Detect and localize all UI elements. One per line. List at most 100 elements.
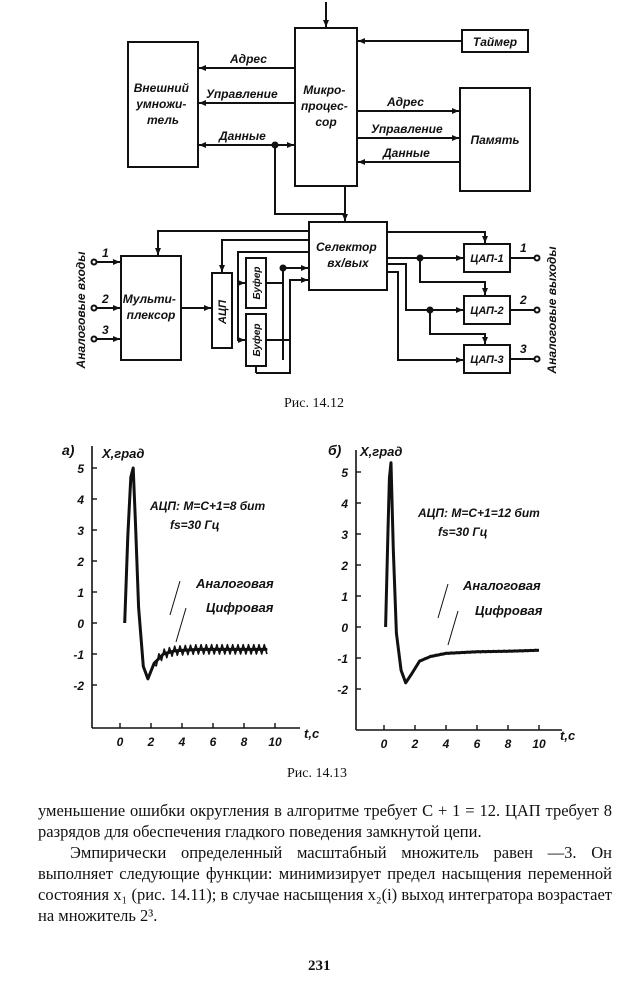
y-tick-label: 3 (77, 524, 84, 538)
y-tick-label: -1 (337, 652, 348, 666)
x-tick-label: 8 (241, 735, 248, 749)
multiplexer-block (120, 255, 182, 361)
x-tick-label: 10 (268, 735, 282, 749)
adc-annotation: fs=30 Гц (170, 518, 220, 532)
y-tick-label: 1 (341, 590, 348, 604)
series-line-1 (384, 461, 540, 685)
selector-block (308, 221, 388, 291)
series-label: Аналоговая (195, 576, 274, 591)
analog-inputs-label: Аналоговые входы (74, 251, 88, 370)
adc-label: АЦП (217, 299, 229, 325)
bus-label-data-right: Данные (382, 146, 430, 160)
input-1-label: 1 (102, 246, 109, 260)
microprocessor-block (294, 27, 358, 187)
multiplier-label-2: умножи- (135, 97, 186, 111)
dac3-label: ЦАП-3 (470, 354, 503, 366)
panel-label: а) (62, 442, 75, 458)
y-tick-label: 0 (77, 617, 84, 631)
timer-label: Таймер (473, 35, 517, 49)
input-3-label: 3 (102, 323, 109, 337)
y-tick-label: 1 (77, 586, 84, 600)
cpu-label-1: Микро- (303, 83, 345, 97)
y-tick-label: 2 (340, 559, 348, 573)
multiplier-label-3: тель (147, 113, 179, 127)
series-leader (447, 610, 459, 646)
y-tick-label: 4 (76, 493, 84, 507)
bus-label-address-left: Адрес (229, 52, 267, 66)
paragraph-2: Эмпирически определенный масштабный множ… (38, 843, 612, 925)
body-text: уменьшение ошибки округления в алгоритме… (38, 800, 612, 926)
x-tick-label: 2 (147, 735, 155, 749)
bus-label-data-left: Данные (218, 129, 266, 143)
dac2-block (463, 295, 511, 325)
x-tick-label: 4 (442, 737, 450, 751)
y-tick-label: -2 (73, 679, 84, 693)
block-labels: Внешний умножи- тель Микро- процес- сор … (74, 35, 559, 375)
x-tick-label: 6 (210, 735, 217, 749)
series-label: Цифровая (206, 600, 274, 615)
memory-label: Память (470, 133, 519, 147)
x-axis-label: t,c (304, 726, 320, 741)
series-leader (437, 583, 449, 619)
y-tick-label: 5 (77, 462, 84, 476)
y-tick-label: 5 (341, 466, 348, 480)
buffer-label-1: Буфер (251, 266, 263, 299)
series-line-2 (384, 463, 539, 683)
y-axis-label: X,град (359, 444, 402, 459)
y-tick-label: 3 (341, 528, 348, 542)
x-tick-label: 10 (532, 737, 546, 751)
y-tick-label: 0 (341, 621, 348, 635)
analog-outputs-label: Аналоговые выходы (545, 246, 559, 375)
series-leader (169, 580, 181, 616)
adc-block (211, 272, 233, 349)
x-tick-label: 0 (381, 737, 388, 751)
svg-text:Микро- процес- сор: Микро- процес- сор (301, 83, 351, 129)
y-tick-label: -2 (337, 683, 348, 697)
cpu-label-3: сор (315, 115, 336, 129)
external-multiplier-block (127, 41, 199, 168)
x-tick-label: 0 (117, 735, 124, 749)
bus-label-control-right: Управление (371, 122, 443, 136)
multiplier-label-1: Внешний (134, 81, 190, 95)
series-leader (175, 607, 187, 643)
panel-label: б) (328, 442, 342, 458)
fig13-caption: Рис. 14.13 (287, 766, 347, 781)
buffer-label-2: Буфер (251, 323, 263, 356)
series-line-2 (123, 469, 268, 679)
paragraph-1: уменьшение ошибки округления в алгоритме… (38, 801, 612, 841)
svg-text:Внешний умножи- те: Внешний умножи- тель (134, 81, 193, 127)
mux-label-1: Мульти- (123, 292, 176, 306)
adc-annotation: АЦП: M=C+1=12 бит (417, 506, 540, 520)
x-tick-label: 2 (411, 737, 419, 751)
output-3-label: 3 (520, 342, 527, 356)
selector-label-1: Селектор (316, 240, 377, 254)
bus-label-control-left: Управление (206, 87, 278, 101)
y-tick-label: 4 (340, 497, 348, 511)
dac2-label: ЦАП-2 (470, 305, 503, 317)
dac1-label: ЦАП-1 (470, 253, 503, 265)
buffer-block-1 (245, 257, 267, 309)
selector-label-2: вх/вых (327, 256, 370, 270)
bus-label-address-right: Адрес (386, 95, 424, 109)
output-2-label: 2 (519, 293, 527, 307)
buffer-block-2 (245, 313, 267, 367)
dac1-block (463, 243, 511, 273)
output-1-label: 1 (520, 241, 527, 255)
y-axis-label: X,град (101, 446, 144, 461)
svg-text:Мульти- плексор: Мульти- плексор (123, 292, 179, 322)
timer-block (461, 29, 529, 53)
cpu-label-2: процес- (301, 99, 348, 113)
x-tick-label: 4 (178, 735, 186, 749)
y-tick-label: -1 (73, 648, 84, 662)
adc-annotation: АЦП: M=C+1=8 бит (149, 499, 266, 513)
y-tick-label: 2 (76, 555, 84, 569)
mux-label-2: плексор (127, 308, 176, 322)
svg-text:Селектор вх/вых: Селектор вх/вых (316, 240, 380, 270)
dac3-block (463, 344, 511, 374)
x-axis-label: t,c (560, 728, 576, 743)
series-label: Цифровая (475, 603, 543, 618)
